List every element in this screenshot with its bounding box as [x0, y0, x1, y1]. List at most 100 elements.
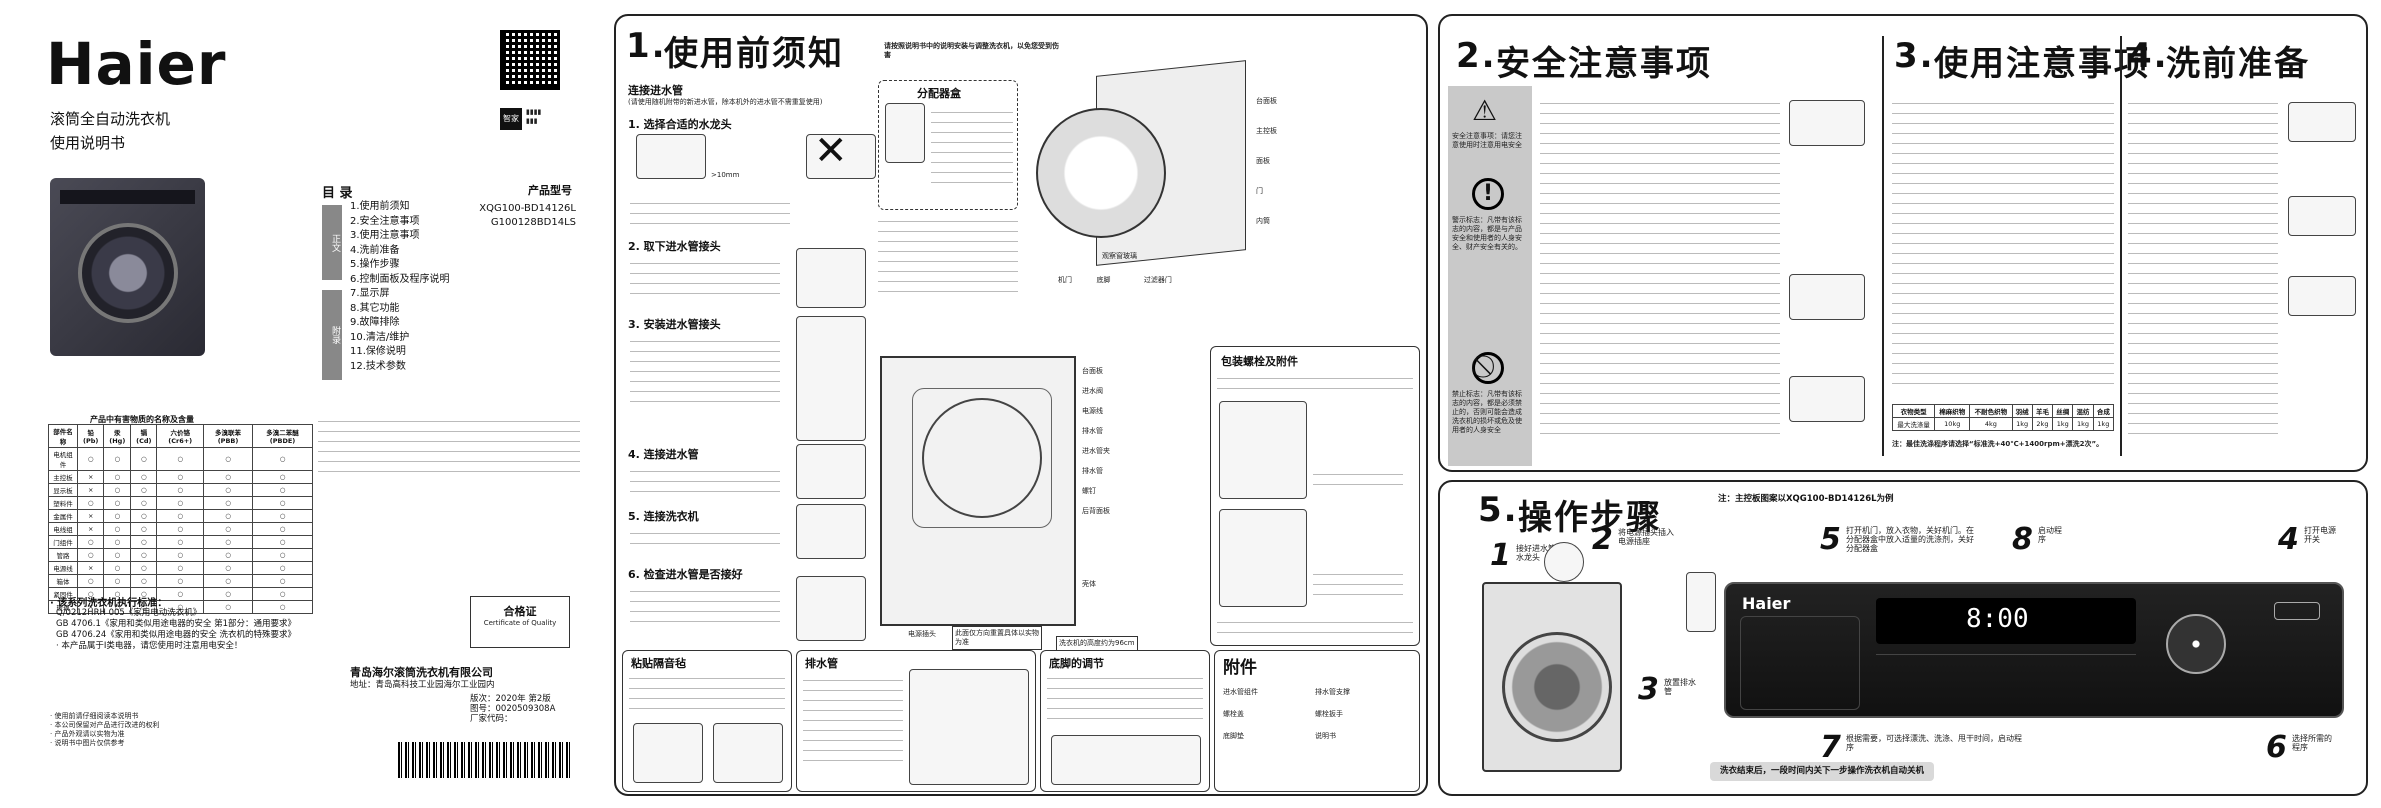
hazard-table: 部件名称 铅(Pb) 汞(Hg) 镉(Cd) 六价铬(Cr6+) 多溴联苯(PB…	[47, 424, 313, 614]
manual-title: 滚筒全自动洗衣机	[50, 110, 171, 128]
section-5-title: 操作步骤	[1518, 498, 1662, 538]
water-inlet-sub: (请使用随机附带的新进水管，除本机外的进水管不需重复使用)	[628, 98, 823, 106]
section-1-panel: 1. 使用前须知 请按照说明书中的说明安装与调整洗衣机，以免您受到伤害 连接进水…	[614, 14, 1428, 796]
op-step-6: 6 选择所需的程序	[2266, 730, 2332, 765]
drain-hose-box: 排水管	[796, 650, 1036, 792]
step-2-text	[630, 256, 780, 296]
prewash-text	[2128, 96, 2278, 436]
toc-group-main: 正文	[322, 205, 342, 280]
dispenser-notes	[878, 214, 1018, 294]
op-step-5: 5 打开机门，放入衣物，关好机门。在分配器盒中放入适量的洗涤剂，关好分配器盒	[1820, 522, 1974, 557]
faucet-dimension: >10mm	[711, 171, 740, 179]
section-2-title: 安全注意事项	[1496, 44, 1712, 84]
dispenser-title: 分配器盒	[917, 87, 961, 100]
front-labels: 台面板 主控板 面板 门 内筒	[1256, 97, 1277, 225]
op-step-3: 3 放置排水管	[1638, 672, 1696, 707]
model-number: G100128BD14LS	[490, 217, 576, 228]
display-screen: 8:00	[1876, 598, 2136, 644]
wrong-faucet	[806, 134, 876, 179]
model-title: 产品型号	[528, 184, 572, 197]
back-label-body: 壳体	[1082, 580, 1096, 588]
program-knob-area[interactable]	[1740, 616, 1860, 710]
bolt-step-2	[1219, 509, 1307, 607]
op-step-4-faucet	[1544, 542, 1584, 582]
toc-item[interactable]: 12.技术参数	[350, 360, 406, 372]
front-bottom-labels-2: 机门 底脚 过滤器门	[1058, 276, 1172, 284]
edition-info: 版次：2020年 第2版 图号：0020509308A 厂家代码：	[470, 694, 556, 724]
section-4-title: 洗前准备	[2166, 44, 2310, 84]
op-step-2: 2 将电源插头插入电源插座	[1592, 522, 1674, 557]
toc-item[interactable]: 7.显示屏	[350, 288, 390, 299]
toc-item[interactable]: 6.控制面板及程序说明	[350, 273, 450, 285]
op-step-8: 8 启动程序	[2012, 522, 2062, 557]
foot-adjust-box: 底脚的调节	[1040, 650, 1210, 792]
washer-connect-illustration	[796, 504, 866, 559]
model-list: XQG100-BD14126L G100128BD14LS	[458, 202, 576, 230]
op-step-4: 4 打开电源开关	[2278, 522, 2336, 557]
standards-list: Q/0212HRH 005《家用电动洗衣机》 GB 4706.1《家用和类似用途…	[56, 608, 296, 651]
dispenser-illustration	[885, 103, 925, 163]
back-labels: 台面板 进水阀 电源线 排水管 进水管夹 排水管 螺钉 后背面板	[1082, 367, 1110, 515]
step-1: 1. 选择合适的水龙头	[628, 118, 732, 131]
toc-item[interactable]: 11.保修说明	[350, 346, 406, 357]
certificate: 合格证 Certificate of Quality	[470, 596, 570, 648]
function-buttons[interactable]	[1876, 654, 2136, 708]
toc-group-appendix: 附录	[322, 290, 342, 380]
washer-3d	[1462, 572, 1642, 782]
toc-item[interactable]: 1.使用前须知	[350, 201, 410, 212]
toc-item[interactable]: 8.其它功能	[350, 302, 400, 314]
toc-item[interactable]: 5.操作步骤	[350, 259, 400, 270]
connector-illustration	[796, 248, 866, 308]
step-3-text	[630, 334, 780, 404]
step-6-text	[630, 584, 780, 624]
barcode	[398, 742, 573, 778]
step-5-text	[630, 526, 780, 546]
section-1-number: 1.	[626, 26, 667, 66]
contents-title: 目 录	[322, 186, 353, 201]
connector-install-illustration	[796, 316, 866, 441]
op-step-7: 7 根据需要，可选择漂洗、洗涤、甩干时间，启动程序	[1820, 730, 2022, 765]
toc-item[interactable]: 10.清洁/维护	[350, 331, 410, 343]
section-3-title: 使用注意事项	[1934, 44, 2150, 84]
step-4-text	[630, 464, 780, 494]
safety-text	[1540, 96, 1780, 436]
capacity-note: 注：最佳洗涤程序请选择“标准洗+40℃+1400rpm+漂洗2次”。	[1892, 440, 2104, 448]
company-address: 地址：青岛高科技工业园海尔工业园内	[350, 680, 495, 690]
step-4: 4. 连接进水管	[628, 448, 699, 461]
start-button[interactable]	[2166, 614, 2226, 674]
fine-print: · 使用前请仔细阅读本说明书 · 本公司保留对产品进行改进的权利 · 产品外观请…	[50, 712, 160, 747]
section-1-title: 使用前须知	[664, 34, 844, 74]
plug-illustration	[1686, 572, 1716, 632]
toc-item[interactable]: 9.故障排除	[350, 317, 400, 328]
section-2-number: 2.	[1456, 36, 1497, 76]
op-step-1: 1 接好进水管打开水龙头	[1490, 538, 1572, 573]
bolt-step-1	[1219, 401, 1307, 499]
panel-brand: Haier	[1742, 594, 1791, 613]
time-display: 8:00	[1966, 604, 2029, 634]
standards-title: · 该系列洗衣机执行标准：	[50, 598, 168, 609]
power-button[interactable]	[2274, 602, 2320, 620]
toc-item[interactable]: 3.使用注意事项	[350, 230, 420, 241]
warning-column: ⚠ 安全注意事项：请您注意使用时注意用电安全 ! 警示标志：凡带有该标志的内容，…	[1448, 86, 1532, 466]
cover-panel: Haier 滚筒全自动洗衣机 使用说明书 智家 ▮▮▮▮▮▮▮ 目 录 产品型号…	[0, 0, 590, 808]
back-caption: 此面仅方向重置具体以实物为准	[952, 626, 1042, 650]
toc-list: 1.使用前须知 2.安全注意事项 3.使用注意事项 4.洗前准备 5.操作步骤 …	[350, 200, 450, 374]
washer-back-diagram	[880, 356, 1076, 626]
usage-text	[1892, 96, 2114, 386]
step-2: 2. 取下进水管接头	[628, 240, 721, 253]
dispenser-box: 分配器盒	[878, 80, 1018, 210]
toc-item[interactable]: 2.安全注意事项	[350, 215, 420, 227]
packing-bolts-box: 包装螺栓及附件	[1210, 346, 1420, 646]
end-note: 洗衣结束后，一段时间内关下一步操作洗衣机自动关机	[1710, 762, 1935, 781]
section-1-note: 请按照说明书中的说明安装与调整洗衣机，以免您受到伤害	[884, 42, 1059, 59]
manual-subtitle: 使用说明书	[50, 134, 126, 152]
front-bottom-labels: 观察窗玻璃	[1102, 252, 1137, 260]
washer-photo	[50, 178, 205, 356]
faucet-illustration	[636, 134, 706, 179]
brand-logo: Haier	[46, 30, 227, 98]
company-name: 青岛海尔滚筒洗衣机有限公司	[350, 666, 493, 679]
step-3: 3. 安装进水管接头	[628, 318, 721, 331]
model-note: 注：主控板图案以XQG100-BD14126L为例	[1718, 494, 1894, 504]
toc-item[interactable]: 4.洗前准备	[350, 244, 400, 256]
